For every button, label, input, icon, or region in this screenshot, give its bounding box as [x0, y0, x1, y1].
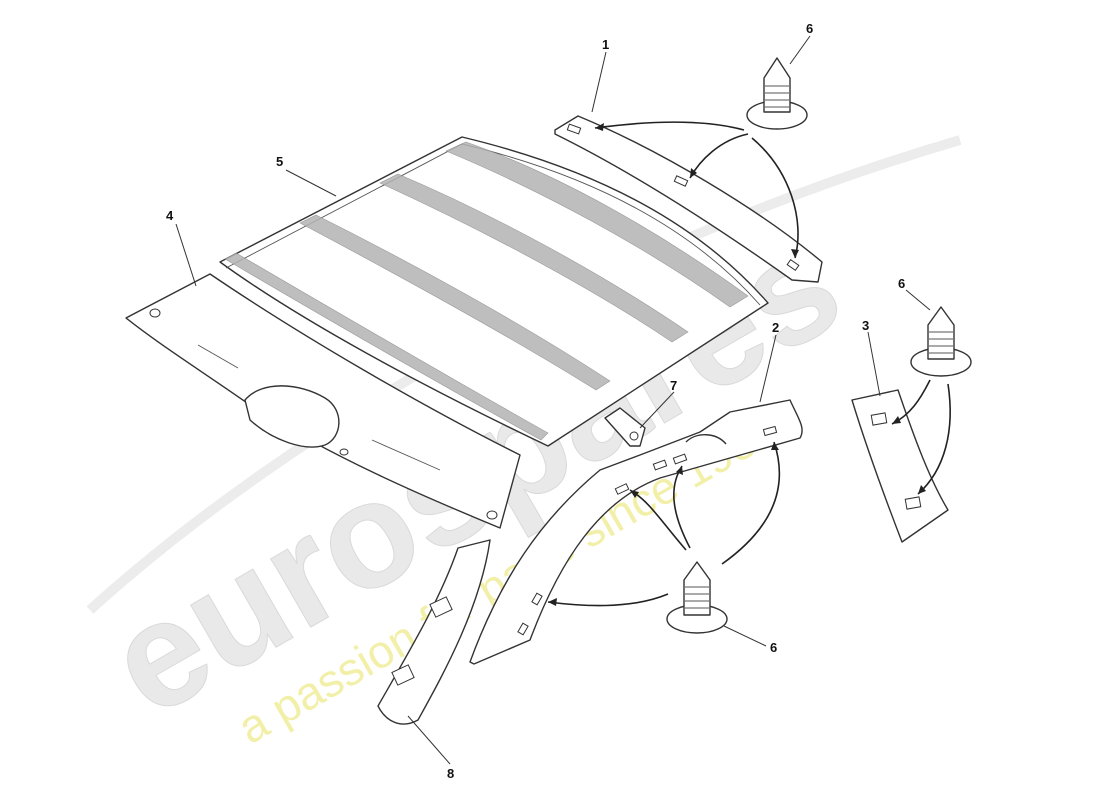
rear-header-panel-part-4: [125, 273, 521, 529]
callout-3: 3: [862, 318, 869, 333]
bracket-part-7: [604, 407, 646, 447]
callout-7: 7: [670, 378, 677, 393]
pillar-trim-part-3: [851, 389, 949, 543]
side-rail-trim-part-2: [469, 399, 803, 665]
callout-6-right: 6: [898, 276, 905, 291]
push-clip-part-6-bottom: [666, 561, 728, 634]
callout-8: 8: [447, 766, 454, 781]
callouts: 1 6 5 4 6 3 2 7 6 8: [166, 21, 905, 781]
callout-6-top: 6: [806, 21, 813, 36]
leader-lines: [175, 35, 931, 765]
push-clip-part-6-top: [746, 57, 808, 130]
clip-location-arrows: [547, 121, 951, 607]
callout-4: 4: [166, 208, 174, 223]
lower-pillar-trim-part-8: [377, 539, 491, 725]
callout-6-bottom: 6: [770, 640, 777, 655]
callout-5: 5: [276, 154, 283, 169]
headlining-part-5: [219, 136, 769, 447]
front-header-trim-part-1: [554, 115, 823, 283]
callout-1: 1: [602, 37, 609, 52]
push-clip-part-6-right: [910, 306, 972, 377]
callout-2: 2: [772, 320, 779, 335]
